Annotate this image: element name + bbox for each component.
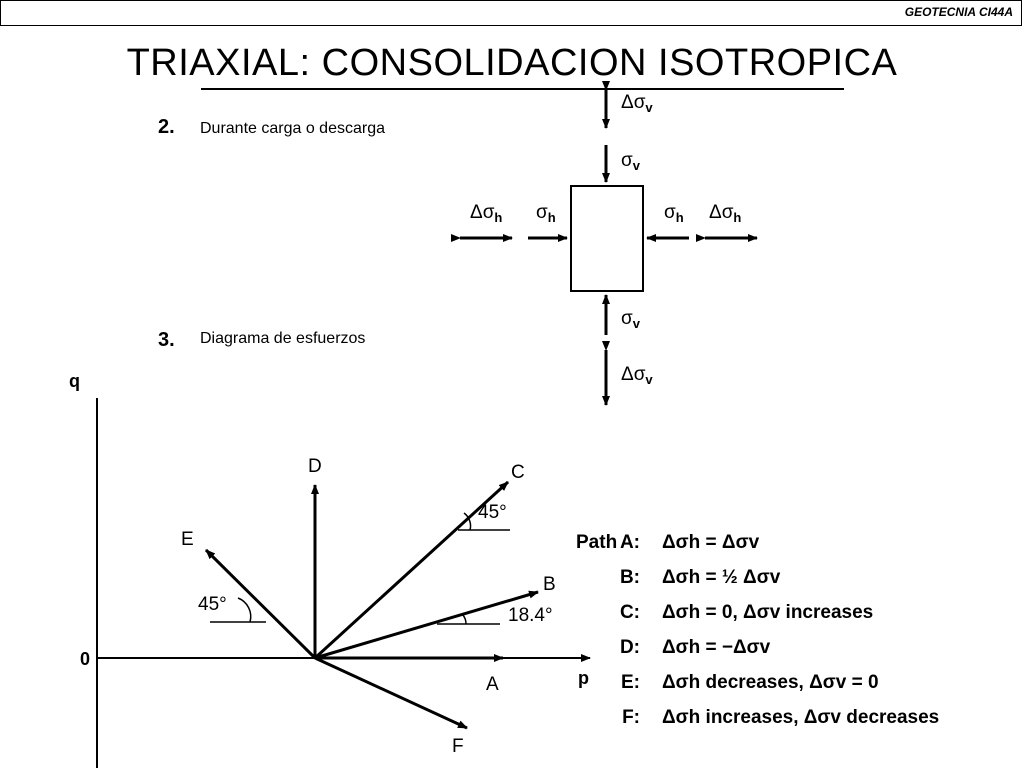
sigma-h-left-label: σh	[536, 202, 556, 225]
legend-expr: Δσh decreases, Δσv = 0	[662, 672, 879, 693]
path-c-label: C	[511, 462, 525, 483]
legend-expr: Δσh = Δσv	[662, 532, 760, 553]
specimen-diagram: Δσv σv σv Δσv Δσh σh σh Δσh	[451, 81, 758, 406]
sigma-v-top-label: σv	[621, 150, 641, 173]
legend-prefix: Path	[576, 532, 618, 553]
legend-letter: D:	[619, 637, 640, 658]
page-title: TRIAXIAL: CONSOLIDACION ISOTROPICA	[126, 42, 898, 84]
legend-letter: F:	[622, 707, 640, 728]
item-3-text: Diagrama de esfuerzos	[200, 330, 366, 347]
legend-expr: Δσh = −Δσv	[662, 637, 771, 658]
path-b-label: B	[543, 574, 556, 595]
legend-row: B: Δσh = ½ Δσv	[576, 560, 976, 595]
sigma-h-right-label: σh	[664, 202, 684, 225]
stress-path-diagram: q p 0 A B C D E F 45° 45° 18.4°	[69, 371, 591, 768]
legend-expr: Δσh = ½ Δσv	[662, 567, 781, 588]
legend-letter: B:	[619, 567, 640, 588]
legend-row: C: Δσh = 0, Δσv increases	[576, 595, 976, 630]
item-2-text: Durante carga o descarga	[200, 120, 385, 137]
item-2-number: 2.	[158, 116, 175, 138]
legend-row: F: Δσh increases, Δσv decreases	[576, 700, 976, 735]
delta-sigma-h-right-label: Δσh	[709, 202, 741, 225]
legend-row: D: Δσh = −Δσv	[576, 630, 976, 665]
path-f	[314, 656, 468, 730]
legend-row: E: Δσh decreases, Δσv = 0	[576, 665, 976, 700]
path-b	[314, 590, 539, 660]
delta-sigma-v-bottom-label: Δσv	[621, 364, 653, 387]
course-label: GEOTECNIA CI44A	[904, 5, 1013, 19]
specimen-block	[570, 185, 644, 292]
legend-letter: A:	[619, 532, 640, 553]
q-axis-label: q	[69, 371, 80, 391]
path-c	[313, 480, 510, 660]
header-bar: GEOTECNIA CI44A	[0, 0, 1022, 26]
path-d-label: D	[308, 456, 322, 477]
path-f-label: F	[452, 736, 464, 757]
angle-c-arc	[463, 512, 472, 531]
p-axis-label: p	[578, 668, 589, 688]
legend-expr: Δσh increases, Δσv decreases	[662, 707, 940, 728]
title-underline	[201, 88, 844, 90]
angle-b-arc	[461, 613, 467, 625]
stress-path-legend: Path A: Δσh = Δσv B: Δσh = ½ Δσv C: Δσh …	[576, 525, 976, 735]
legend-letter: C:	[619, 602, 640, 623]
path-e	[204, 548, 317, 660]
angle-e-label: 45°	[198, 594, 227, 615]
delta-sigma-h-left-label: Δσh	[470, 202, 502, 225]
angle-e-arc	[237, 597, 252, 623]
angle-b-label: 18.4°	[508, 605, 553, 626]
origin-label: 0	[80, 649, 90, 669]
legend-expr: Δσh = 0, Δσv increases	[662, 602, 874, 623]
legend-letter: E:	[621, 672, 640, 693]
path-a-label: A	[486, 674, 499, 695]
item-3-number: 3.	[158, 329, 175, 351]
path-e-label: E	[181, 529, 194, 550]
legend-row: Path A: Δσh = Δσv	[576, 525, 976, 560]
sigma-v-bottom-label: σv	[621, 308, 641, 331]
delta-sigma-v-top-label: Δσv	[621, 92, 653, 115]
angle-c-label: 45°	[478, 502, 507, 523]
